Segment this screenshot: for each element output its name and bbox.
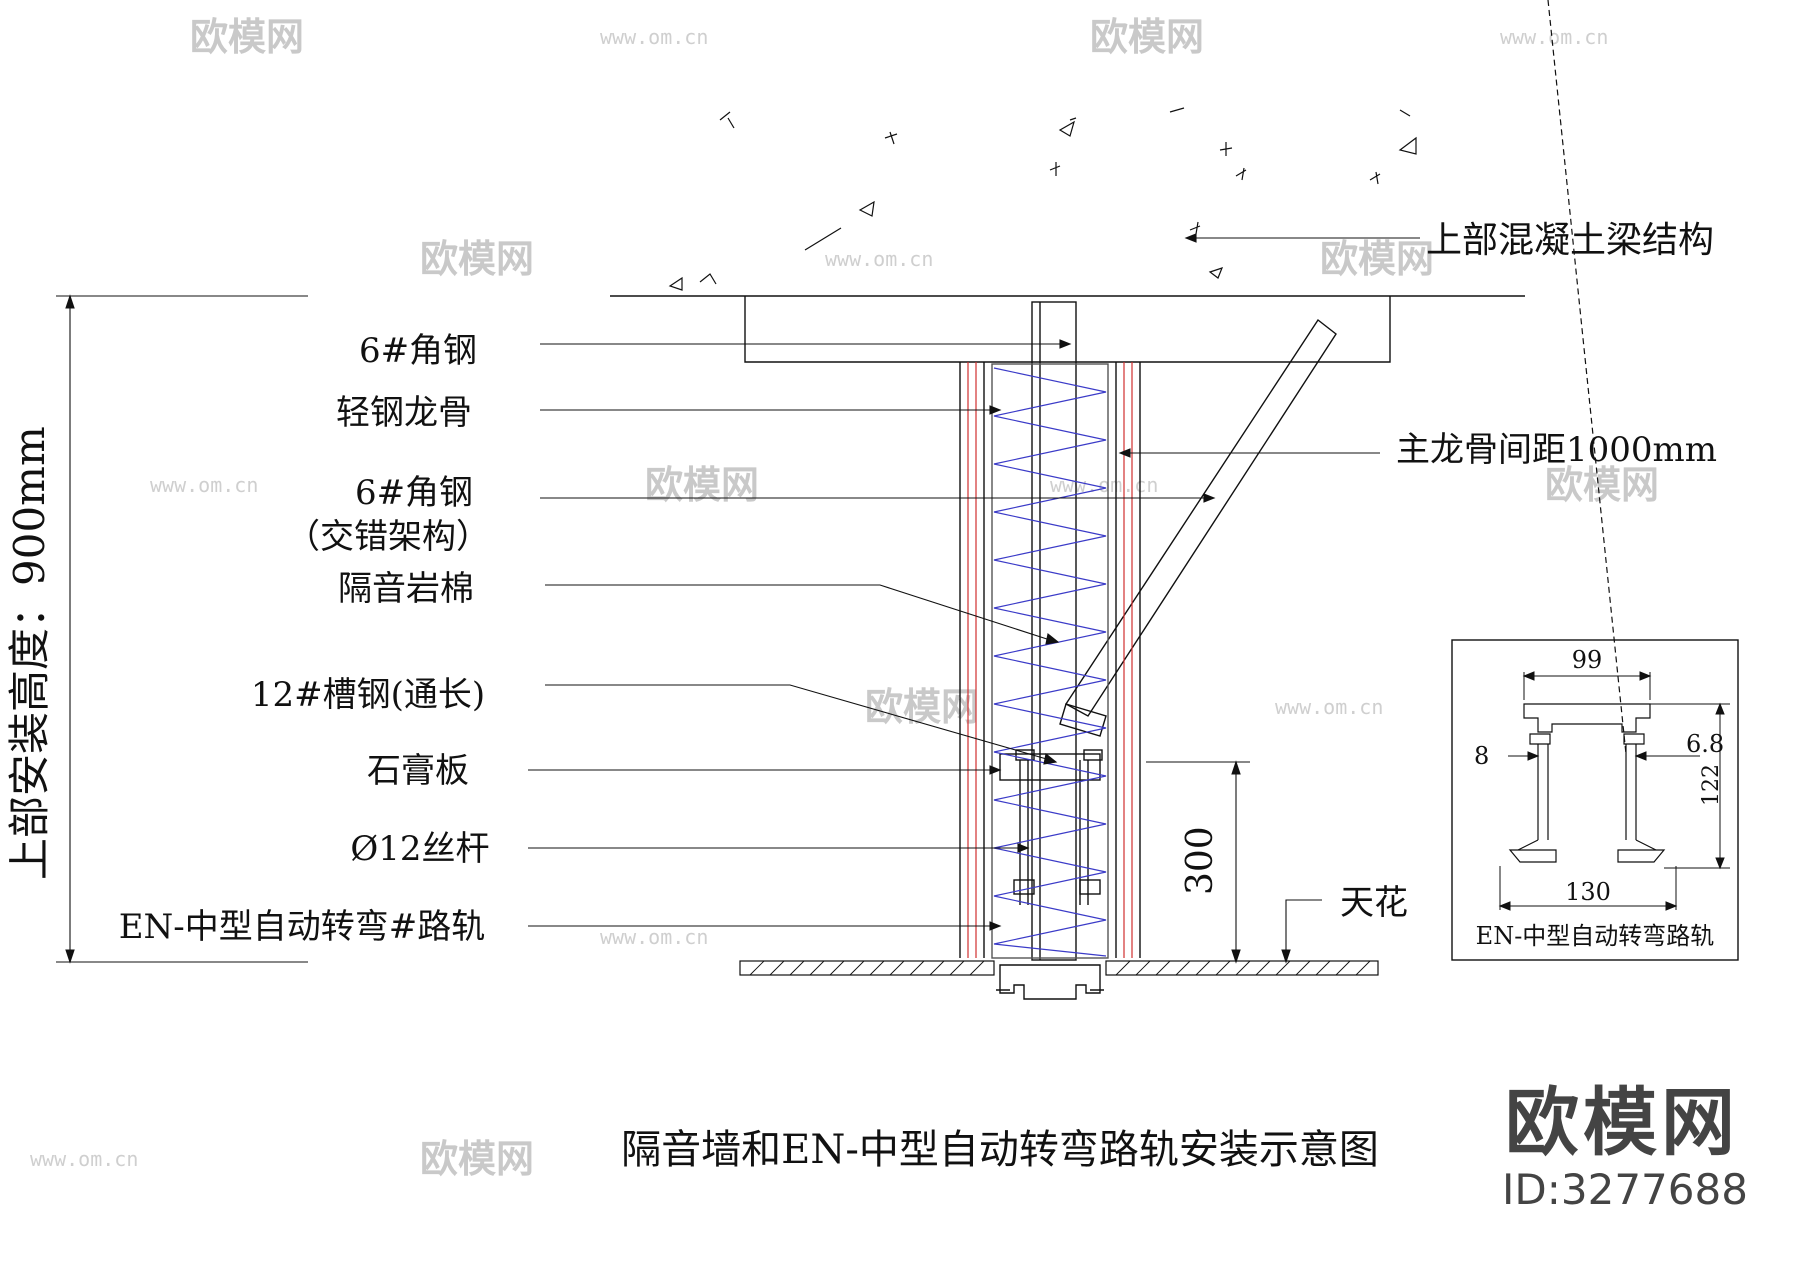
- brand-id: ID:3277688: [1502, 1165, 1748, 1214]
- inset-dim-6-8: 6.8: [1686, 730, 1724, 758]
- label-threaded-rod: Ø12丝杆: [350, 829, 489, 869]
- watermark-url: www.om.cn: [1275, 695, 1383, 719]
- insulation-zigzag: [993, 367, 1107, 957]
- watermark-brand: 欧模网: [1545, 463, 1659, 507]
- inset-dim-122: 122: [1699, 764, 1724, 806]
- ceiling-label: 天花: [1340, 883, 1408, 923]
- watermark-brand: 欧模网: [190, 15, 304, 59]
- watermark-brand: 欧模网: [420, 237, 534, 281]
- watermark-url: www.om.cn: [150, 473, 258, 497]
- watermark-layer: 欧模网 欧模网 www.om.cn www.om.cn 欧模网 欧模网 www.…: [30, 15, 1659, 1181]
- brand-logo: 欧模网: [1505, 1080, 1739, 1166]
- inset-title: EN-中型自动转弯路轨: [1476, 922, 1715, 950]
- dimension-300-label: 300: [1180, 826, 1221, 895]
- watermark-url: www.om.cn: [30, 1147, 138, 1171]
- keel-spacing-label: 主龙骨间距1000mm: [1396, 430, 1717, 470]
- inset-dim-8: 8: [1474, 742, 1489, 770]
- watermark-brand: 欧模网: [420, 1137, 534, 1181]
- concrete-beam: [610, 107, 1525, 297]
- label-light-steel-keel: 轻钢龙骨: [336, 393, 472, 433]
- ceiling-slab: [739, 960, 1379, 976]
- height-dimension: [56, 294, 308, 964]
- watermark-url: www.om.cn: [1500, 25, 1608, 49]
- label-track: EN-中型自动转弯#路轨: [119, 907, 486, 947]
- watermark-url: www.om.cn: [600, 25, 708, 49]
- watermark-url: www.om.cn: [825, 247, 933, 271]
- inset-dim-130: 130: [1565, 878, 1611, 906]
- watermark-url: www.om.cn: [600, 925, 708, 949]
- leader-lines: [528, 233, 1420, 964]
- wall-section: [744, 296, 1391, 1000]
- watermark-url: www.om.cn: [1050, 473, 1158, 497]
- label-staggered-frame: （交错架构）: [286, 517, 490, 557]
- brand-block: 欧模网 ID:3277688: [1502, 1080, 1748, 1216]
- drawing-caption: 隔音墙和EN-中型自动转弯路轨安装示意图: [621, 1127, 1379, 1173]
- inset-dim-99: 99: [1572, 646, 1603, 674]
- label-angle-steel-staggered: 6#角钢: [355, 473, 473, 513]
- watermark-brand: 欧模网: [645, 463, 759, 507]
- label-angle-steel: 6#角钢: [359, 331, 477, 371]
- height-label: 上部安装高度：900mm: [5, 426, 54, 880]
- left-labels: 6#角钢 轻钢龙骨 6#角钢 （交错架构） 隔音岩棉 12#槽钢(通长) 石膏板…: [119, 331, 490, 947]
- track-profile-inset: 99 8 6.8 122 130 EN-中型自动转弯路轨: [1451, 0, 1739, 961]
- label-rock-wool: 隔音岩棉: [338, 569, 474, 609]
- watermark-brand: 欧模网: [1320, 237, 1434, 281]
- label-gypsum-board: 石膏板: [367, 751, 469, 791]
- watermark-brand: 欧模网: [1090, 15, 1204, 59]
- concrete-beam-label: 上部混凝土梁结构: [1426, 220, 1714, 261]
- label-channel-steel: 12#槽钢(通长): [251, 675, 485, 715]
- watermark-brand: 欧模网: [865, 685, 979, 729]
- dimension-300: [1146, 760, 1250, 964]
